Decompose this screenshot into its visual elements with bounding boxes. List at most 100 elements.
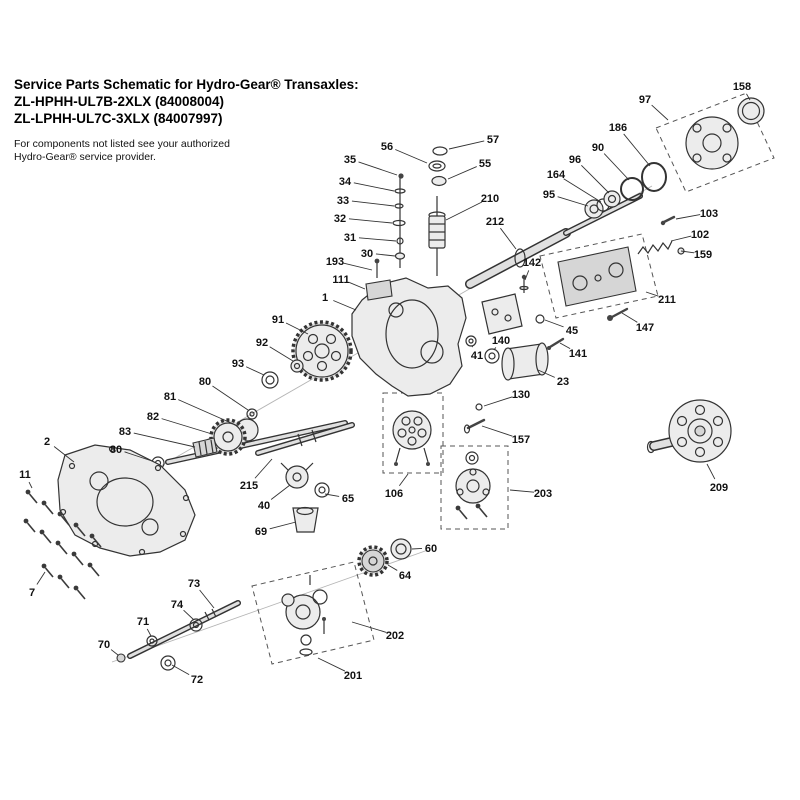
callout-leader-line xyxy=(348,218,393,224)
main-housing xyxy=(351,258,523,397)
part-number-callout: 158 xyxy=(733,81,751,93)
part-number-callout: 41 xyxy=(471,350,483,362)
callout-leader-line xyxy=(146,628,152,637)
model-number-1: ZL-HPHH-UL7B-2XLX (84008004) xyxy=(14,94,225,109)
cylinder-block-kit xyxy=(392,403,486,466)
bypass-spring-assembly xyxy=(637,215,685,255)
service-note: For components not listed see your autho… xyxy=(14,138,414,164)
part-number-callout: 202 xyxy=(386,630,404,642)
callout-leader-line xyxy=(500,227,517,250)
callout-leader-line xyxy=(270,484,291,500)
callout-leader-line xyxy=(110,649,119,656)
part-number-callout: 30 xyxy=(361,248,373,260)
callout-leader-line xyxy=(269,521,297,530)
part-number-callout: 11 xyxy=(19,469,31,481)
part-number-callout: 141 xyxy=(569,348,587,360)
callout-leader-line xyxy=(493,347,497,351)
page-title: Service Parts Schematic for Hydro-Gear® … xyxy=(14,77,359,92)
callout-leader-line xyxy=(343,262,373,271)
callout-leader-line xyxy=(603,153,630,181)
callout-leader-line xyxy=(324,493,340,497)
part-number-callout: 96 xyxy=(569,154,581,166)
part-number-callout: 215 xyxy=(240,480,258,492)
part-number-callout: 80 xyxy=(110,444,122,456)
part-number-callout: 71 xyxy=(137,616,149,628)
callout-leader-line xyxy=(351,621,387,633)
seal-ring-stack xyxy=(428,146,448,187)
callout-leader-line xyxy=(623,133,651,167)
part-number-callout: 97 xyxy=(639,94,651,106)
callout-leader-line xyxy=(395,149,428,164)
callout-leader-line xyxy=(544,319,564,328)
part-number-callout: 64 xyxy=(399,570,412,582)
callout-leader-line xyxy=(483,396,513,407)
callout-leader-line xyxy=(375,253,396,257)
part-number-callout: 93 xyxy=(232,358,244,370)
part-number-callout: 34 xyxy=(339,176,352,188)
callout-leader-line xyxy=(537,369,555,378)
center-section xyxy=(557,246,637,307)
part-number-callout: 159 xyxy=(694,249,712,261)
model-number-2: ZL-LPHH-UL7C-3XLX (84007997) xyxy=(14,111,223,126)
callout-leader-line xyxy=(358,161,398,176)
part-number-callout: 91 xyxy=(272,314,284,326)
callout-leader-line xyxy=(358,237,397,242)
callout-leader-line xyxy=(133,432,196,448)
callout-leader-line xyxy=(645,291,659,297)
callout-leader-line xyxy=(481,425,513,437)
callout-leader-line xyxy=(28,481,33,489)
callout-leader-line xyxy=(621,312,638,323)
part-number-callout: 193 xyxy=(326,256,344,268)
part-number-callout: 92 xyxy=(256,337,268,349)
part-number-callout: 142 xyxy=(523,257,541,269)
callout-leader-line xyxy=(581,165,610,194)
filter-assembly xyxy=(465,274,629,381)
part-number-callout: 201 xyxy=(344,670,362,682)
callout-leader-line xyxy=(269,346,294,362)
part-number-callout: 60 xyxy=(425,543,437,555)
callout-leader-line xyxy=(651,104,669,121)
part-number-callout: 55 xyxy=(479,158,491,170)
part-number-callout: 147 xyxy=(636,322,654,334)
part-number-callout: 212 xyxy=(486,216,504,228)
part-number-callout: 65 xyxy=(342,493,354,505)
callout-leader-line xyxy=(471,345,474,348)
part-number-callout: 186 xyxy=(609,122,627,134)
callout-leader-line xyxy=(183,609,195,621)
part-number-callout: 83 xyxy=(119,426,131,438)
callout-leader-line xyxy=(557,196,589,207)
callout-leader-line xyxy=(351,200,395,207)
axle-hub xyxy=(646,399,732,463)
callout-leader-line xyxy=(445,201,483,221)
callout-leader-line xyxy=(349,282,366,290)
part-number-callout: 211 xyxy=(658,294,676,306)
callout-leader-line xyxy=(563,178,602,203)
callout-leader-line xyxy=(36,571,46,585)
part-number-callout: 32 xyxy=(334,213,346,225)
callout-leader-line xyxy=(675,214,701,220)
callout-leader-line xyxy=(448,140,485,150)
callout-leader-line xyxy=(199,589,215,609)
part-number-callout: 102 xyxy=(691,229,709,241)
part-number-callout: 157 xyxy=(512,434,530,446)
part-number-callout: 33 xyxy=(337,195,349,207)
part-number-callout: 7 xyxy=(29,587,35,599)
part-number-callout: 140 xyxy=(492,335,510,347)
callout-leader-line xyxy=(317,657,346,672)
callout-leader-line xyxy=(447,166,477,180)
lower-axle-shaft xyxy=(116,600,241,671)
part-number-callout: 57 xyxy=(487,134,499,146)
callout-leader-line xyxy=(387,564,398,571)
callout-leader-line xyxy=(670,235,692,242)
part-number-callout: 23 xyxy=(557,376,569,388)
callout-leader-line xyxy=(212,385,249,411)
part-number-callout: 82 xyxy=(147,411,159,423)
part-number-callout: 95 xyxy=(543,189,555,201)
part-number-callout: 31 xyxy=(344,232,356,244)
part-number-callout: 70 xyxy=(98,639,110,651)
callout-leader-line xyxy=(333,300,357,311)
charge-pump-kit xyxy=(454,451,491,520)
part-number-callout: 45 xyxy=(566,325,578,337)
